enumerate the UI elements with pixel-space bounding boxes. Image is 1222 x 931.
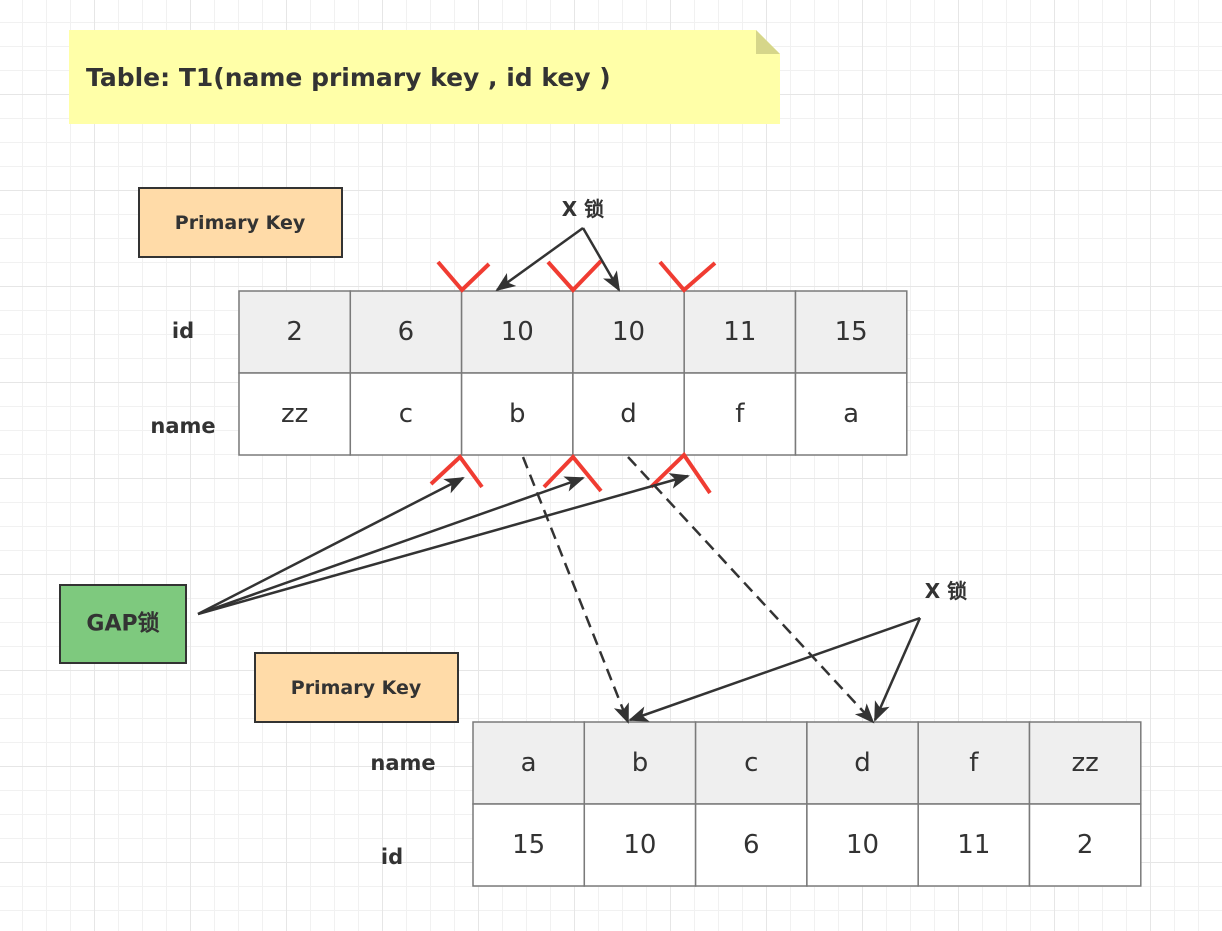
record-lock-mark (546, 259, 603, 293)
cell-value: d (854, 748, 871, 778)
table-cell (460, 290, 574, 374)
table-cell (349, 372, 463, 456)
cell-value: 15 (835, 317, 868, 347)
cell-value: 10 (501, 317, 534, 347)
top-index-table: 2 6 10 10 11 15 zz c b d f a (238, 290, 908, 456)
x-lock-arrow (628, 616, 921, 722)
cell-value: zz (281, 399, 308, 429)
table-cell (349, 290, 463, 374)
cell-value: 10 (846, 830, 879, 860)
top-row-label-id: id (172, 319, 194, 343)
table-note: Table: T1(name primary key , id key ) (69, 30, 780, 124)
table-cell (238, 290, 352, 374)
cell-value: a (843, 399, 859, 429)
cell-value: f (735, 399, 745, 429)
gap-arrow (197, 476, 465, 616)
note-title: Table: T1(name primary key , id key ) (86, 63, 611, 92)
table-cell (694, 803, 808, 887)
record-lock-mark (436, 260, 491, 293)
lock-marks (429, 259, 717, 495)
bottom-index-table: a b c d f zz 15 10 6 10 11 2 (472, 721, 1142, 887)
top-x-lock-label: X 锁 (562, 197, 604, 221)
cell-value: 2 (1077, 830, 1094, 860)
cell-value: b (632, 748, 649, 778)
table-cell (583, 721, 697, 805)
cell-value: 11 (957, 830, 990, 860)
cell-value: 10 (612, 317, 645, 347)
cell-value: 6 (743, 830, 760, 860)
cell-value: zz (1072, 748, 1099, 778)
table-cell (917, 721, 1031, 805)
gap-lock-mark (649, 451, 712, 495)
bottom-row-label-id: id (381, 845, 403, 869)
x-lock-arrow (581, 227, 621, 292)
x-lock-arrow (873, 617, 922, 722)
cell-value: a (521, 748, 537, 778)
table-cell (460, 372, 574, 456)
table-cell (238, 372, 352, 456)
gap-arrow (197, 473, 690, 616)
cell-value: b (509, 399, 526, 429)
table-cell (472, 803, 586, 887)
gap-arrow (197, 476, 585, 616)
lookup-dashed-arrow (521, 456, 630, 724)
gap-lock-label: GAP锁 (86, 611, 159, 637)
cell-value: 10 (623, 830, 656, 860)
table-cell (917, 803, 1031, 887)
bottom-x-lock-label: X 锁 (925, 579, 967, 603)
bottom-primary-key-label: Primary Key (291, 677, 422, 699)
cell-value: f (969, 748, 979, 778)
top-primary-key-label: Primary Key (175, 212, 306, 234)
table-cell (806, 721, 919, 805)
bottom-row-label-name: name (370, 751, 435, 775)
gap-lock-mark (429, 454, 484, 489)
table-cell (583, 803, 697, 887)
table-cell (683, 290, 797, 374)
cell-value: 2 (286, 317, 303, 347)
cell-value: d (620, 399, 637, 429)
arrows (197, 226, 922, 724)
gap-lock-mark (542, 453, 603, 493)
table-cell (683, 372, 797, 456)
bottom-primary-key-box: Primary Key (254, 652, 459, 723)
table-cell (1028, 803, 1142, 887)
top-row-label-name: name (150, 414, 215, 438)
cell-value: 11 (723, 317, 756, 347)
lookup-dashed-arrow (627, 456, 875, 724)
gap-lock-box: GAP锁 (59, 584, 187, 664)
cell-value: c (399, 399, 413, 429)
table-cell (1028, 721, 1142, 805)
table-cell (794, 372, 908, 456)
record-lock-mark (658, 260, 717, 293)
cell-value: 15 (512, 830, 545, 860)
cell-value: 6 (398, 317, 415, 347)
x-lock-arrow (495, 226, 584, 292)
top-primary-key-box: Primary Key (138, 187, 343, 258)
table-cell (694, 721, 808, 805)
cell-value: c (744, 748, 758, 778)
